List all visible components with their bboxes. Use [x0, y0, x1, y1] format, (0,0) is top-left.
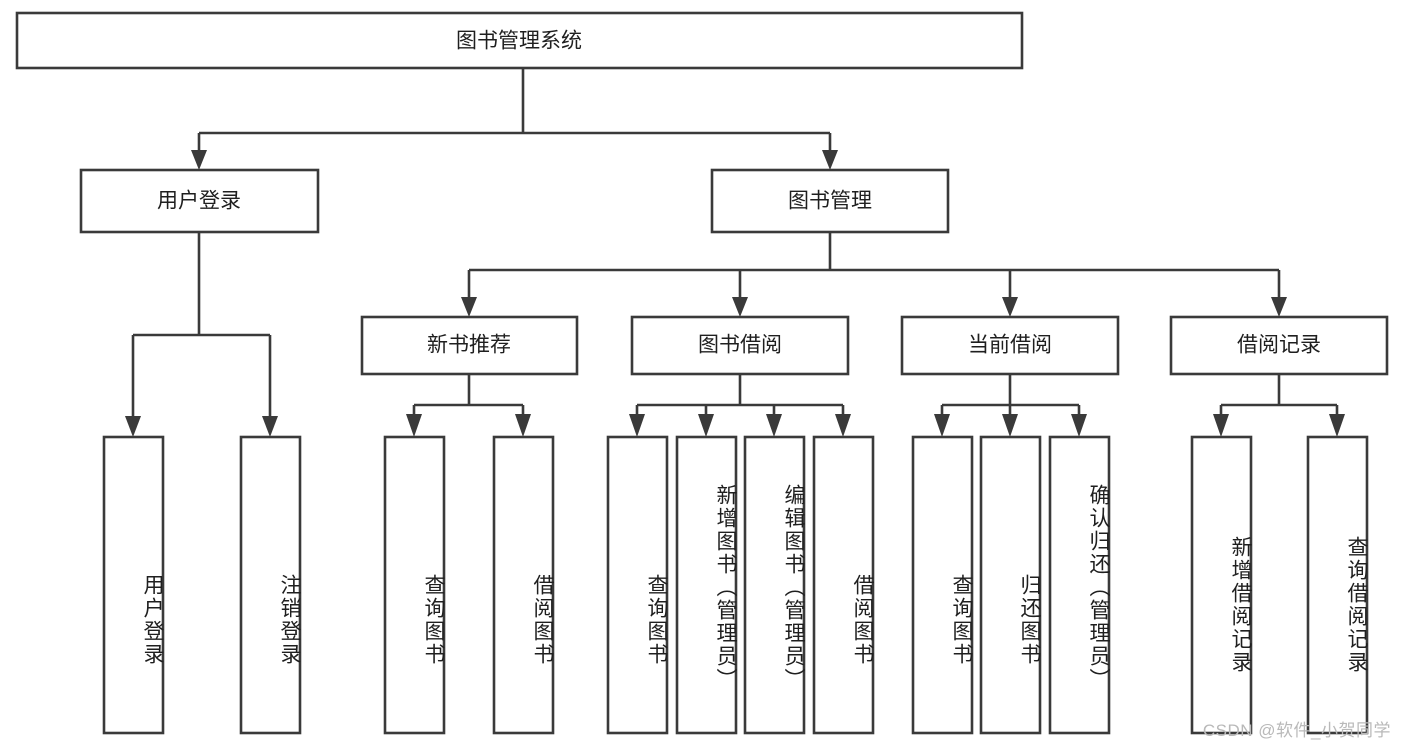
arrow-head-current-borrow — [1002, 297, 1018, 317]
arrow-head-book-borrow — [732, 297, 748, 317]
csdn-watermark: CSDN @软件_小贺同学 — [1202, 721, 1391, 740]
node-book-borrow[interactable] — [630, 315, 850, 376]
node-leaf-user-login[interactable] — [102, 435, 165, 735]
node-leaf-add-record[interactable] — [1190, 435, 1253, 735]
arrow-head-leaf-user-login — [125, 416, 141, 437]
node-current-borrow-label: 当前借阅 — [968, 334, 1052, 357]
arrow-head-leaf-add-book — [698, 414, 714, 437]
arrow-head-new-book-recommend — [461, 297, 477, 317]
arrow-head-leaf-return-book — [1002, 414, 1018, 437]
arrow-head-leaf-borrow-book-1 — [515, 414, 531, 437]
node-new-book-recommend-label: 新书推荐 — [427, 334, 511, 357]
node-leaf-query-book-2[interactable] — [606, 435, 669, 735]
connector-layer — [125, 68, 1345, 437]
arrow-head-leaf-confirm-return — [1071, 414, 1087, 437]
node-leaf-edit-book[interactable] — [743, 435, 806, 735]
node-leaf-borrow-book-2[interactable] — [812, 435, 875, 735]
node-new-book-recommend[interactable] — [360, 315, 579, 376]
node-leaf-logout[interactable] — [239, 435, 302, 735]
node-leaf-query-book-1[interactable] — [383, 435, 446, 735]
arrow-head-user-login — [191, 150, 207, 170]
arrow-head-leaf-query-book-3 — [934, 414, 950, 437]
node-box-layer: 图书管理系统 用户登录 图书管理 新书推荐 图书借阅 当前借阅 借阅记录 — [15, 11, 1389, 735]
node-borrow-record-label: 借阅记录 — [1237, 334, 1321, 357]
node-user-login[interactable] — [79, 168, 320, 234]
node-root-label: 图书管理系统 — [456, 30, 582, 53]
node-book-management-label: 图书管理 — [788, 190, 872, 213]
node-current-borrow[interactable] — [900, 315, 1120, 376]
node-book-management[interactable] — [710, 168, 950, 234]
arrow-head-leaf-edit-book — [766, 414, 782, 437]
node-book-borrow-label: 图书借阅 — [698, 334, 782, 357]
node-user-login-label: 用户登录 — [157, 190, 241, 213]
arrow-head-leaf-add-record — [1213, 414, 1229, 437]
node-leaf-add-book[interactable] — [675, 435, 738, 735]
node-leaf-confirm-return[interactable] — [1048, 435, 1111, 735]
node-leaf-query-record[interactable] — [1306, 435, 1369, 735]
arrow-head-borrow-record — [1271, 297, 1287, 317]
node-leaf-return-book[interactable] — [979, 435, 1042, 735]
node-borrow-record[interactable] — [1169, 315, 1389, 376]
node-leaf-query-book-3[interactable] — [911, 435, 974, 735]
arrow-head-leaf-query-book-2 — [629, 414, 645, 437]
arrow-head-leaf-query-book-1 — [406, 414, 422, 437]
node-leaf-borrow-book-1[interactable] — [492, 435, 555, 735]
arrow-head-leaf-logout — [262, 416, 278, 437]
arrow-head-leaf-borrow-book-2 — [835, 414, 851, 437]
arrow-head-book-management — [822, 150, 838, 170]
node-root[interactable] — [15, 11, 1024, 70]
arrow-head-leaf-query-record — [1329, 414, 1345, 437]
